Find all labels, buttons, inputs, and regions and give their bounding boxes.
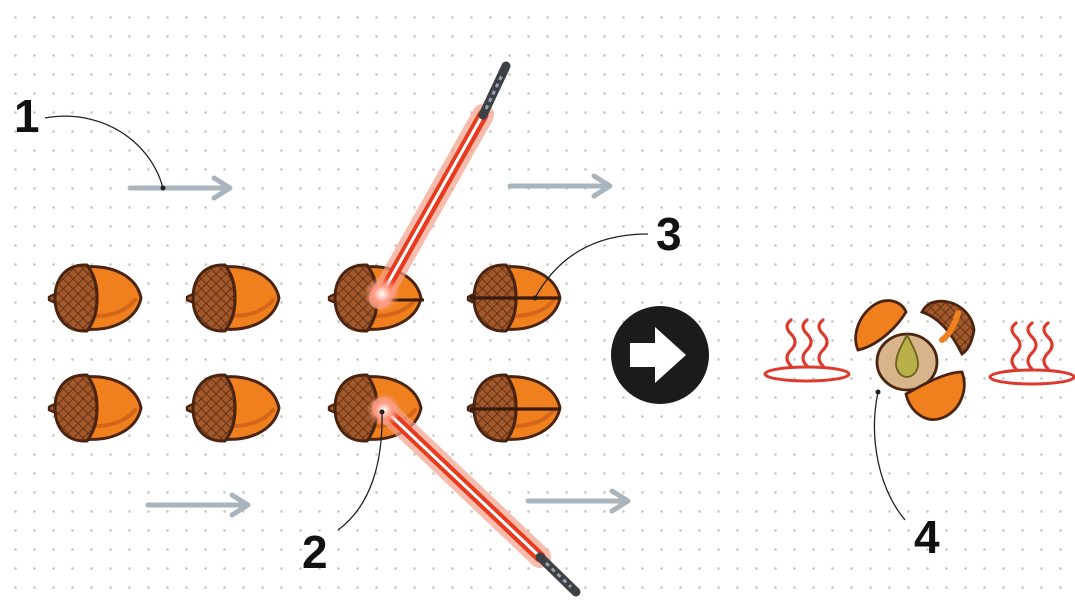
callout-leader-4	[873, 391, 906, 521]
heat-waves-icon	[988, 321, 1075, 386]
acorn-cap-piece	[920, 299, 976, 357]
flow-arrow-icon	[510, 176, 610, 196]
roasted-acorn-pieces	[854, 299, 976, 421]
callout-leader-1	[44, 115, 164, 189]
flow-arrow-icon	[148, 495, 248, 515]
acorn-icon	[185, 262, 281, 334]
step-2-label: 2	[302, 526, 328, 578]
flow-arrow-icon	[130, 178, 230, 198]
step-4-label: 4	[914, 511, 940, 563]
laser-beam-bottom	[372, 397, 581, 597]
callout-leader-3	[534, 233, 649, 299]
acorn-icon	[47, 262, 143, 334]
step-3-label: 3	[656, 208, 682, 260]
laser-beam-top	[369, 61, 511, 309]
acorn-icon	[47, 372, 143, 444]
shell-piece	[904, 370, 966, 421]
spark-icon	[367, 393, 401, 427]
acorn-kernel	[875, 332, 939, 392]
callout-leader-2	[337, 411, 383, 531]
step-1-label: 1	[14, 90, 40, 142]
flow-arrow-icon	[528, 491, 628, 511]
heat-waves-icon	[763, 318, 851, 383]
spark-icon	[364, 276, 400, 312]
acorn-icon	[185, 372, 281, 444]
shell-piece	[854, 299, 908, 352]
arrow-right-icon	[611, 306, 709, 404]
